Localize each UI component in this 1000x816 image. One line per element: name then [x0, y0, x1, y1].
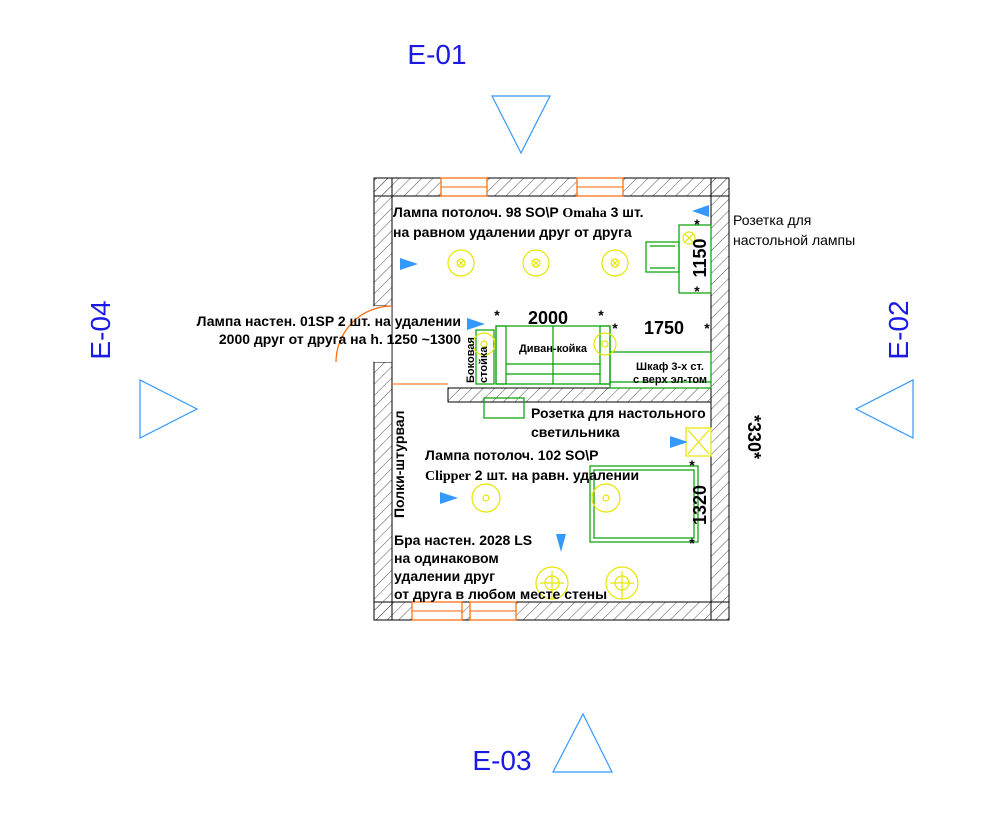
- annotations: Лампа потолоч. 98 SO\P Omaha 3 шт. на ра…: [197, 204, 856, 602]
- elevation-label-e01: E-01: [407, 39, 466, 70]
- pointer-arrow-icon: [467, 318, 485, 330]
- sconce-note-line3: удалении друг: [394, 568, 495, 584]
- desk-outlet-note-line2: светильника: [531, 424, 620, 440]
- elevation-label-e02: E-02: [883, 300, 914, 359]
- pointer-arrow-icon: [670, 436, 688, 448]
- ceiling-lamp-icon: [471, 483, 501, 513]
- table-lamp-icon: [682, 231, 696, 245]
- ceiling-lamp-note-1-line2: на равном удалении друг от друга: [393, 224, 632, 240]
- desk: [589, 465, 699, 543]
- desk-lamp-icon: [685, 427, 712, 457]
- elevation-marker-e01[interactable]: E-01: [407, 39, 551, 155]
- stool: [645, 241, 680, 273]
- dimension-star: *: [694, 283, 700, 299]
- pointer-markers: [400, 205, 709, 552]
- ceiling-lamp-icon: [447, 249, 475, 277]
- elevation-triangle-icon: [552, 712, 613, 773]
- ceiling-lamp-note-2-line2: Clipper 2 шт. на равн. удалении: [425, 467, 639, 484]
- dimension-star: *: [494, 307, 500, 323]
- dimension-star: *: [612, 320, 618, 336]
- lamps: [447, 231, 712, 600]
- ceiling-lamp-note-1: Лампа потолоч. 98 SO\P Omaha 3 шт.: [393, 204, 643, 221]
- side-rack-label-line2: стойка: [478, 346, 490, 383]
- sconce-note-line4: от друга в любом месте стены: [394, 586, 607, 602]
- wardrobe: [609, 351, 712, 389]
- wall-lamp-icon: [593, 332, 617, 356]
- dimension-2000: 2000: [528, 308, 568, 328]
- side-rack-label-line1: Боковая: [465, 337, 477, 383]
- wardrobe-label-line2: с верх эл-том: [633, 374, 707, 386]
- ceiling-lamp-icon: [591, 483, 621, 513]
- wardrobe-label-line1: Шкаф 3-х ст.: [636, 361, 704, 373]
- elevation-marker-e04[interactable]: E-04: [85, 300, 199, 439]
- dimension-1750: 1750: [644, 318, 684, 338]
- dimension-star: *: [689, 457, 695, 473]
- wall-lamp-note-line1: Лампа настен. 01SP 2 шт. на удалении: [197, 313, 461, 329]
- elevation-triangle-icon: [491, 95, 551, 155]
- dimension-1320: 1320: [690, 485, 710, 525]
- ceiling-lamp-note-2-line1: Лампа потолоч. 102 SO\P: [425, 447, 599, 463]
- pointer-arrow-icon: [692, 205, 709, 217]
- dimension-330: *330*: [744, 415, 764, 459]
- elevation-label-e04: E-04: [85, 300, 116, 359]
- desk-outlet-box: [483, 397, 525, 419]
- side-rack: [475, 329, 495, 385]
- ceiling-lamp-icon: [522, 249, 550, 277]
- sconce-icon: [535, 566, 569, 600]
- dimension-star: *: [598, 307, 604, 323]
- elevation-marker-e02[interactable]: E-02: [854, 300, 914, 439]
- dimension-star: *: [694, 216, 700, 232]
- furniture: [475, 224, 712, 543]
- elevation-marker-e03[interactable]: E-03: [472, 712, 613, 776]
- pointer-arrow-icon: [556, 534, 566, 552]
- elevation-triangle-icon: [139, 379, 199, 439]
- pointer-arrow-icon: [400, 258, 418, 270]
- wall-lamp-icon: [472, 332, 496, 356]
- ceiling-lamp-icon: [601, 249, 629, 277]
- wall-lamp-note-line2: 2000 друг от друга на h. 1250 ~1300: [219, 331, 461, 347]
- outlet-lamp-note-line2: настольной лампы: [733, 232, 855, 248]
- dimensions: 2000 1750 1150 1320 *330* * * * * * * * …: [494, 216, 764, 551]
- elevation-triangle-icon: [854, 379, 914, 439]
- desk-outlet-note-line1: Розетка для настольного: [531, 405, 706, 421]
- dimension-1150: 1150: [690, 238, 710, 277]
- sconce-note-line2: на одинаковом: [394, 550, 499, 566]
- sofa-bed-label: Диван-койка: [519, 343, 588, 355]
- door: [335, 305, 448, 385]
- outlet-lamp-note-line1: Розетка для: [733, 212, 811, 228]
- sconce-icon: [605, 566, 639, 600]
- dimension-star: *: [704, 320, 710, 336]
- dimension-star: *: [689, 535, 695, 551]
- windows: [411, 177, 624, 621]
- pointer-arrow-icon: [440, 492, 458, 504]
- shelves-label: Полки-штурвал: [391, 410, 407, 518]
- elevation-label-e03: E-03: [472, 745, 531, 776]
- sconce-note-line1: Бра настен. 2028 LS: [394, 532, 532, 548]
